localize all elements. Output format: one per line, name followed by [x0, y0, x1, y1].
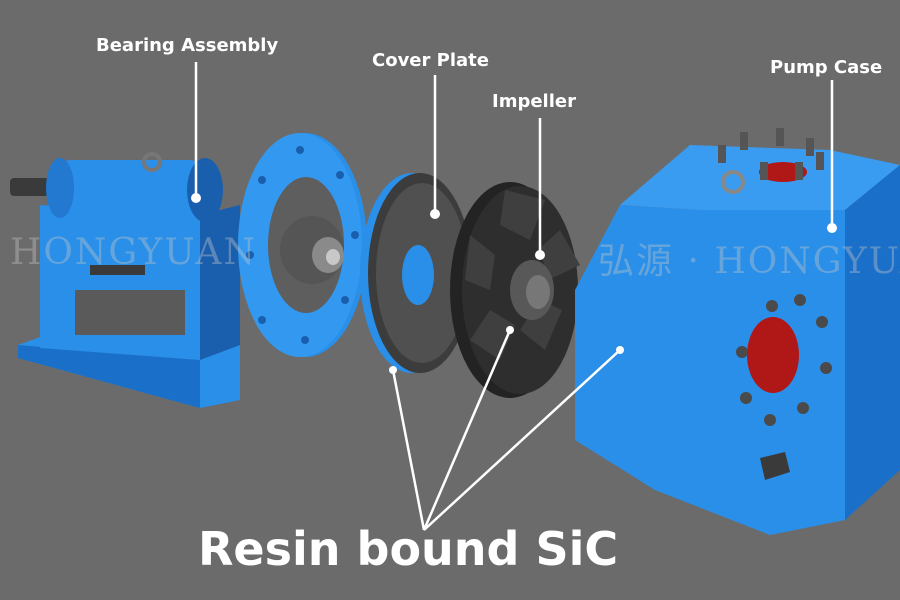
- leader-lines: [194, 62, 834, 531]
- cover-plate-label: Cover Plate: [372, 50, 489, 71]
- impeller: [450, 182, 580, 398]
- watermark-left: HONGYUAN: [10, 232, 258, 273]
- material-label: Resin bound SiC: [198, 522, 619, 576]
- pump-case: [575, 128, 900, 535]
- impeller-label: Impeller: [492, 91, 576, 112]
- watermark-right: 弘源 · HONGYUA: [598, 241, 900, 282]
- pump-case-label: Pump Case: [770, 57, 883, 78]
- bearing-assembly-label: Bearing Assembly: [96, 35, 279, 56]
- cover-plate: [360, 173, 472, 373]
- bearing-assembly: [10, 133, 367, 408]
- leader-dots: [191, 193, 837, 374]
